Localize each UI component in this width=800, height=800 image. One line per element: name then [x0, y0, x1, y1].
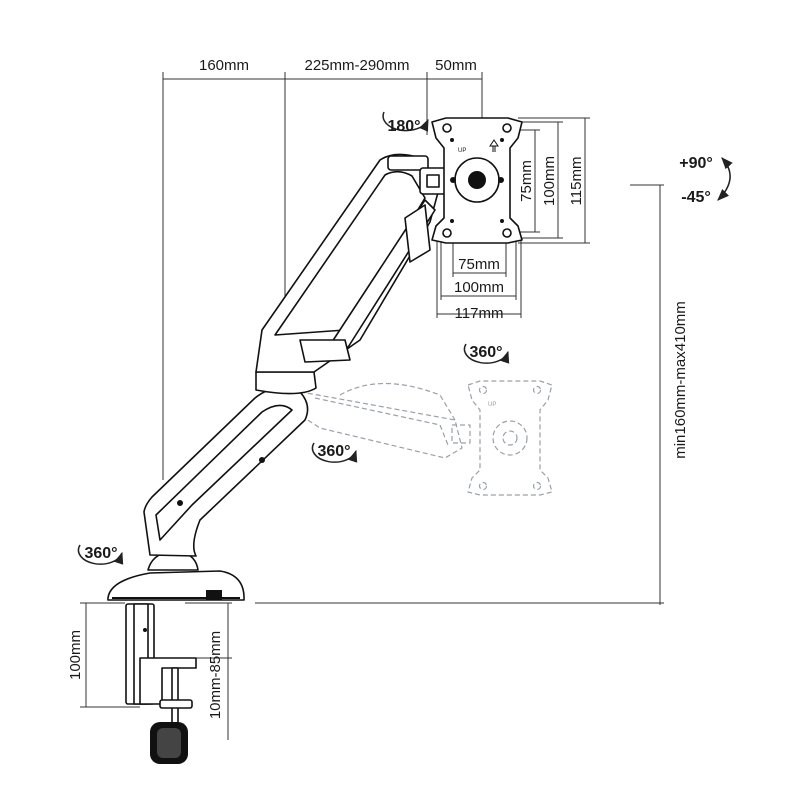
ghost-arm-position: UP: [299, 380, 553, 496]
rotation-360-base-indicator: 360°: [77, 544, 124, 565]
top-dimension-lines: [162, 72, 483, 480]
up-arrow-icon: [489, 139, 499, 152]
arm-base: [107, 551, 245, 601]
dimension-vesa-75-vertical: 75mm: [518, 160, 535, 202]
dimension-vesa-100-vertical: 100mm: [541, 156, 558, 206]
vesa-up-label: UP: [458, 148, 466, 154]
dimension-vesa-75-horizontal: 75mm: [458, 256, 500, 273]
dimension-clamp-range: 10mm-85mm: [207, 631, 224, 719]
rotation-360-plate-indicator: 360°: [463, 343, 510, 364]
rotation-arrow-icon: [382, 111, 429, 132]
rotation-arrow-icon: [77, 544, 124, 565]
tilt-up-label: +90°: [679, 155, 713, 172]
ghost-vesa-plate: UP: [467, 380, 553, 496]
dimension-arm-reach: 225mm-290mm: [304, 57, 409, 74]
dimension-vesa-117-horizontal: 117mm: [455, 305, 504, 322]
tilt-down-label: -45°: [681, 189, 711, 206]
dimension-50mm: 50mm: [435, 57, 477, 74]
rotation-180-label: 180°: [387, 118, 420, 135]
vesa-vertical-dimension-lines: [515, 117, 590, 244]
dimension-clamp-100mm: 100mm: [67, 630, 84, 680]
rotation-360-plate-label: 360°: [469, 344, 502, 361]
rotation-360-base-label: 360°: [84, 545, 117, 562]
rotation-360-joint-indicator: 360°: [311, 442, 358, 463]
tilt-arrow-icon: [717, 157, 733, 201]
vesa-plate: UP: [431, 117, 523, 244]
rotation-360-joint-label: 360°: [317, 443, 350, 460]
tilt-indicator: +90° -45°: [679, 155, 733, 206]
dimension-160mm: 160mm: [199, 57, 249, 74]
desk-clamp: [125, 603, 197, 764]
dimension-vesa-100-horizontal: 100mm: [454, 279, 504, 296]
rotation-180-indicator: 180°: [382, 111, 429, 135]
dimension-vesa-115-vertical: 115mm: [568, 157, 585, 206]
upper-arm: [255, 153, 441, 373]
ghost-up-label: UP: [488, 402, 496, 408]
rotation-arrow-icon: [463, 343, 510, 364]
dimension-height-range: min160mm-max410mm: [672, 301, 689, 459]
height-dimension-lines: [255, 184, 664, 605]
rotation-arrow-icon: [311, 442, 358, 463]
tilt-head: [387, 155, 447, 195]
elbow-joint: [255, 371, 317, 395]
lower-arm: [143, 386, 309, 557]
